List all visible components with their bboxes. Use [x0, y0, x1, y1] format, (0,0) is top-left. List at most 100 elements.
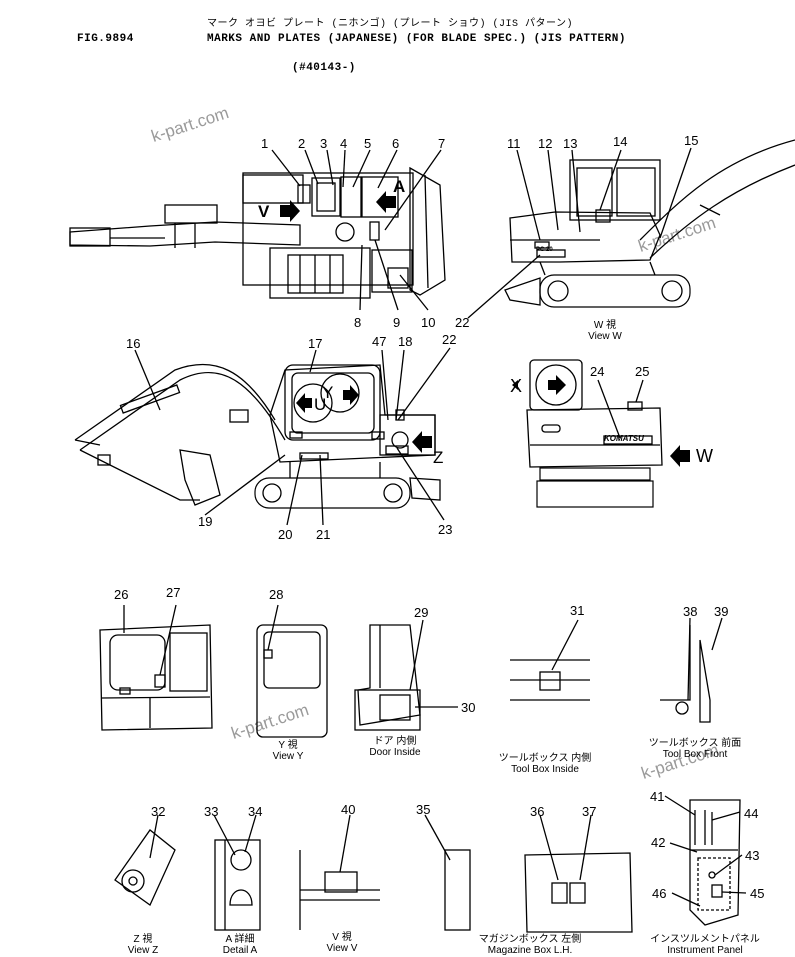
caption-view-w-jp: W 視: [593, 320, 617, 331]
side-view-machine: [74, 347, 451, 526]
callout-20: 20: [278, 527, 293, 542]
callout-15: 15: [684, 133, 699, 148]
caption-view-y-en: View Y: [272, 751, 304, 762]
door-inside-detail: [354, 619, 458, 731]
callout-36: 36: [530, 804, 545, 819]
callout-32: 32: [151, 804, 166, 819]
caption-view-z: Z 視 View Z: [108, 934, 178, 956]
view-letter-a: A: [393, 177, 406, 196]
caption-magazine-en: Magazine Box L.H.: [487, 945, 573, 956]
callout-25: 25: [635, 364, 650, 379]
toolbox-front-detail: [660, 617, 723, 723]
callout-31: 31: [570, 603, 585, 618]
caption-view-y-jp: Y 視: [278, 740, 298, 751]
callout-46: 46: [652, 886, 667, 901]
callout-24: 24: [590, 364, 605, 379]
rear-view-machine: [512, 359, 690, 508]
caption-toolbox-front-en: Tool Box Front: [662, 749, 728, 760]
magazine-box-lh: [524, 814, 633, 933]
caption-instrument-jp: インスツルメントパネル: [650, 934, 760, 945]
view-letter-w: W: [696, 446, 713, 466]
callout-5: 5: [364, 136, 372, 151]
caption-view-w-en: View W: [588, 331, 622, 342]
caption-view-y: Y 視 View Y: [253, 740, 323, 762]
callout-45: 45: [750, 886, 765, 901]
caption-instrument-panel: インスツルメントパネル Instrument Panel: [645, 934, 765, 956]
caption-view-z-jp: Z 視: [133, 934, 153, 945]
callout-3: 3: [320, 136, 328, 151]
callout-19: 19: [198, 514, 213, 529]
callout-44: 44: [744, 806, 759, 821]
caption-magazine-jp: マガジンボックス 左側: [478, 934, 582, 945]
callout-39: 39: [714, 604, 729, 619]
caption-view-v-en: View V: [326, 943, 358, 954]
callout-43: 43: [745, 848, 760, 863]
view-letter-u: U: [314, 395, 327, 414]
callout-26: 26: [114, 587, 129, 602]
caption-magazine-box: マガジンボックス 左側 Magazine Box L.H.: [470, 934, 590, 956]
instrument-panel-detail: [664, 795, 747, 926]
callout-9: 9: [393, 315, 401, 330]
detail-a: [213, 814, 261, 931]
callout-4: 4: [340, 136, 348, 151]
brand-mark-model: PC 20: [536, 247, 553, 253]
callout-37: 37: [582, 804, 597, 819]
callout-17: 17: [308, 336, 323, 351]
callout-2: 2: [298, 136, 306, 151]
callout-8: 8: [354, 315, 362, 330]
view-v-detail: [299, 814, 380, 930]
callout-22-lower: 22: [442, 332, 457, 347]
callout-40: 40: [341, 802, 356, 817]
callout-41: 41: [650, 789, 665, 804]
brand-mark-komatsu: KOMATSU: [604, 434, 644, 443]
callout-13: 13: [563, 136, 578, 151]
callout-12: 12: [538, 136, 553, 151]
callout-7: 7: [438, 136, 446, 151]
caption-detail-a: A 詳細 Detail A: [205, 934, 275, 956]
caption-toolbox-inside: ツールボックス 内側 Tool Box Inside: [490, 753, 600, 775]
caption-toolbox-in-en: Tool Box Inside: [511, 764, 579, 775]
callout-35: 35: [416, 802, 431, 817]
caption-door-inside: ドア 内側 Door Inside: [355, 736, 435, 758]
caption-toolbox-front-jp: ツールボックス 前面: [648, 738, 742, 749]
callout-22-upper: 22: [455, 315, 470, 330]
callout-11: 11: [507, 136, 521, 151]
callout-6: 6: [392, 136, 400, 151]
top-view-machine: [69, 149, 446, 311]
callout-21: 21: [316, 527, 331, 542]
callout-34: 34: [248, 804, 263, 819]
view-w-machine: [467, 139, 795, 319]
caption-view-w: W 視 View W: [570, 320, 640, 342]
callout-16: 16: [126, 336, 141, 351]
serial-range: (#40143-): [292, 62, 356, 74]
callout-29: 29: [414, 605, 429, 620]
callout-14: 14: [613, 134, 628, 149]
door-view-y: [256, 604, 328, 738]
caption-toolbox-front: ツールボックス 前面 Tool Box Front: [640, 738, 750, 760]
callout-30: 30: [461, 700, 476, 715]
caption-view-v-jp: V 視: [332, 932, 352, 943]
callout-38: 38: [683, 604, 698, 619]
caption-detail-a-jp: A 詳細: [225, 934, 255, 945]
callout-27: 27: [166, 585, 181, 600]
callout-42: 42: [651, 835, 666, 850]
view-letter-z: Z: [433, 448, 444, 467]
caption-detail-a-en: Detail A: [222, 945, 258, 956]
view-letter-x: X: [510, 376, 523, 396]
callout-18: 18: [398, 334, 413, 349]
toolbox-inside-detail: [510, 619, 590, 701]
caption-view-v: V 視 View V: [307, 932, 377, 954]
caption-door-en: Door Inside: [369, 747, 421, 758]
callout-33: 33: [204, 804, 219, 819]
callout-10: 10: [421, 315, 436, 330]
caption-instrument-en: Instrument Panel: [667, 945, 743, 956]
title-english: MARKS AND PLATES (JAPANESE) (FOR BLADE S…: [207, 33, 626, 45]
magazine-box-right: [424, 814, 471, 931]
caption-view-z-en: View Z: [127, 945, 159, 956]
cab-front-detail: [99, 604, 213, 731]
figure-number: FIG.9894: [77, 33, 134, 45]
callout-1: 1: [261, 136, 269, 151]
callout-47: 47: [372, 334, 387, 349]
callout-23: 23: [438, 522, 453, 537]
